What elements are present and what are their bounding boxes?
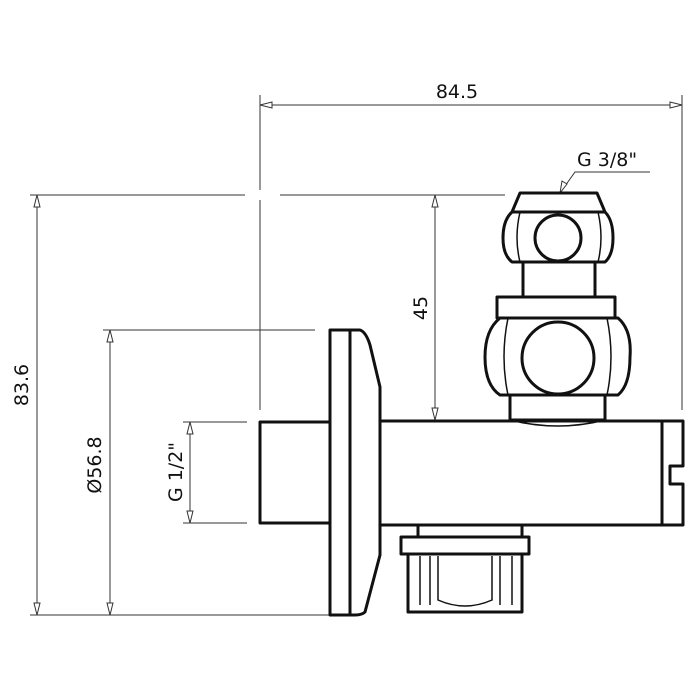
bottom-cartridge	[399, 523, 531, 614]
dimension-label-outlet: G 3/8"	[577, 149, 637, 171]
dimension-label-height: 83.6	[11, 364, 33, 406]
dimension-overall-height: 83.6	[11, 194, 505, 616]
dimension-label-length: 84.5	[436, 81, 478, 103]
dimension-label-diameter: Ø56.8	[84, 436, 106, 493]
dimension-label-inlet: G 1/2"	[165, 442, 187, 502]
dimension-overall-length: 84.5	[259, 81, 683, 410]
dimension-label-45: 45	[410, 296, 432, 320]
dimension-flange-diameter: Ø56.8	[84, 329, 315, 616]
outlet-fitting	[483, 191, 632, 422]
dimension-outlet-thread: G 3/8"	[559, 149, 650, 194]
valve-body	[258, 328, 685, 617]
dimension-outlet-height: 45	[410, 194, 439, 421]
dimension-inlet-thread: G 1/2"	[165, 421, 247, 524]
